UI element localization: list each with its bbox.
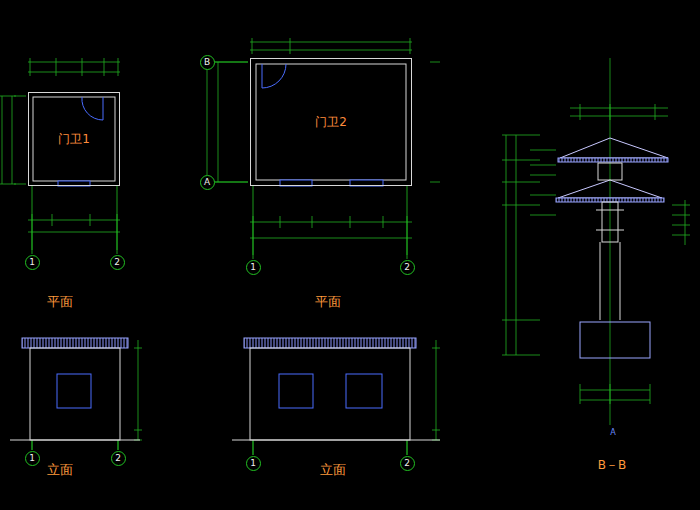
window (346, 374, 382, 408)
section-title: B－B (598, 457, 626, 474)
elev2-dims (253, 340, 440, 455)
elev1-dims (32, 340, 142, 450)
axis-bubble: 2 (400, 260, 415, 275)
plan1-bottom-dims (28, 214, 120, 250)
elevation-1 (10, 338, 140, 440)
view-title: 平面 (47, 293, 73, 311)
roof-tiles (22, 338, 128, 348)
section-leaders (530, 150, 556, 215)
view-title: 平面 (315, 293, 341, 311)
axis-label: 1 (29, 454, 35, 463)
post (600, 242, 620, 320)
axis-bubble: 1 (25, 255, 40, 270)
axis-label: 1 (250, 459, 256, 468)
window (57, 374, 91, 408)
bracket-detail (596, 210, 624, 230)
axis-bubble: 1 (246, 456, 261, 471)
room-plan: 门卫1 (28, 92, 120, 186)
section-left-dims (502, 135, 540, 355)
axis-bubble: 1 (25, 451, 40, 466)
plan1-door (82, 97, 103, 120)
walls (33, 64, 406, 181)
upper-block (598, 163, 622, 180)
axis-label: A (204, 178, 210, 187)
ground-line (232, 440, 440, 441)
plan2-inner-wall (256, 64, 406, 180)
wall (250, 348, 410, 440)
axis-lines (32, 62, 407, 455)
axis-label: 1 (250, 263, 256, 272)
upper-roof-eave (558, 158, 668, 162)
section-bottom-dims (580, 384, 650, 404)
axis-bubble: 2 (400, 456, 415, 471)
room-name: 门卫2 (315, 114, 347, 131)
axis-bubble: 2 (110, 255, 125, 270)
axis-bubble: 2 (111, 451, 126, 466)
window (279, 374, 313, 408)
axis-bubble: 1 (246, 260, 261, 275)
dimension-lines (0, 38, 690, 455)
room-plan: 门卫2 (250, 58, 412, 186)
view-title: 立面 (320, 461, 346, 479)
plan2-door (262, 64, 286, 88)
upper-roof (560, 138, 668, 158)
lower-roof-eave (556, 198, 664, 202)
section-right-dims (672, 200, 690, 245)
base (580, 322, 650, 358)
wall (30, 348, 120, 440)
lower-roof (558, 180, 662, 198)
plan2-bottom-dims (250, 216, 412, 255)
roof-tiles (244, 338, 416, 348)
view-title: 立面 (47, 461, 73, 479)
axis-label: 1 (29, 258, 35, 267)
doors-windows (58, 64, 383, 186)
axis-stubs (32, 62, 407, 455)
plan1-left-dims (0, 96, 26, 184)
axis-label: A (610, 428, 615, 437)
ground-line (10, 440, 140, 441)
axis-bubble: B (200, 55, 215, 70)
axis-label: 2 (404, 459, 410, 468)
axis-label: 2 (404, 263, 410, 272)
axis-bubble: A (200, 175, 215, 190)
axis-label: 2 (114, 258, 120, 267)
elevation-2 (232, 338, 440, 440)
plan2-left-dims (207, 62, 248, 182)
bracket (602, 202, 618, 242)
axis-label: B (204, 58, 210, 67)
plan1-top-dims (28, 58, 120, 76)
plan1-inner-wall (33, 97, 115, 181)
section-top-dims (570, 104, 668, 120)
axis-label: 2 (115, 454, 121, 463)
section-bb (556, 58, 668, 425)
room-name: 门卫1 (58, 131, 90, 148)
